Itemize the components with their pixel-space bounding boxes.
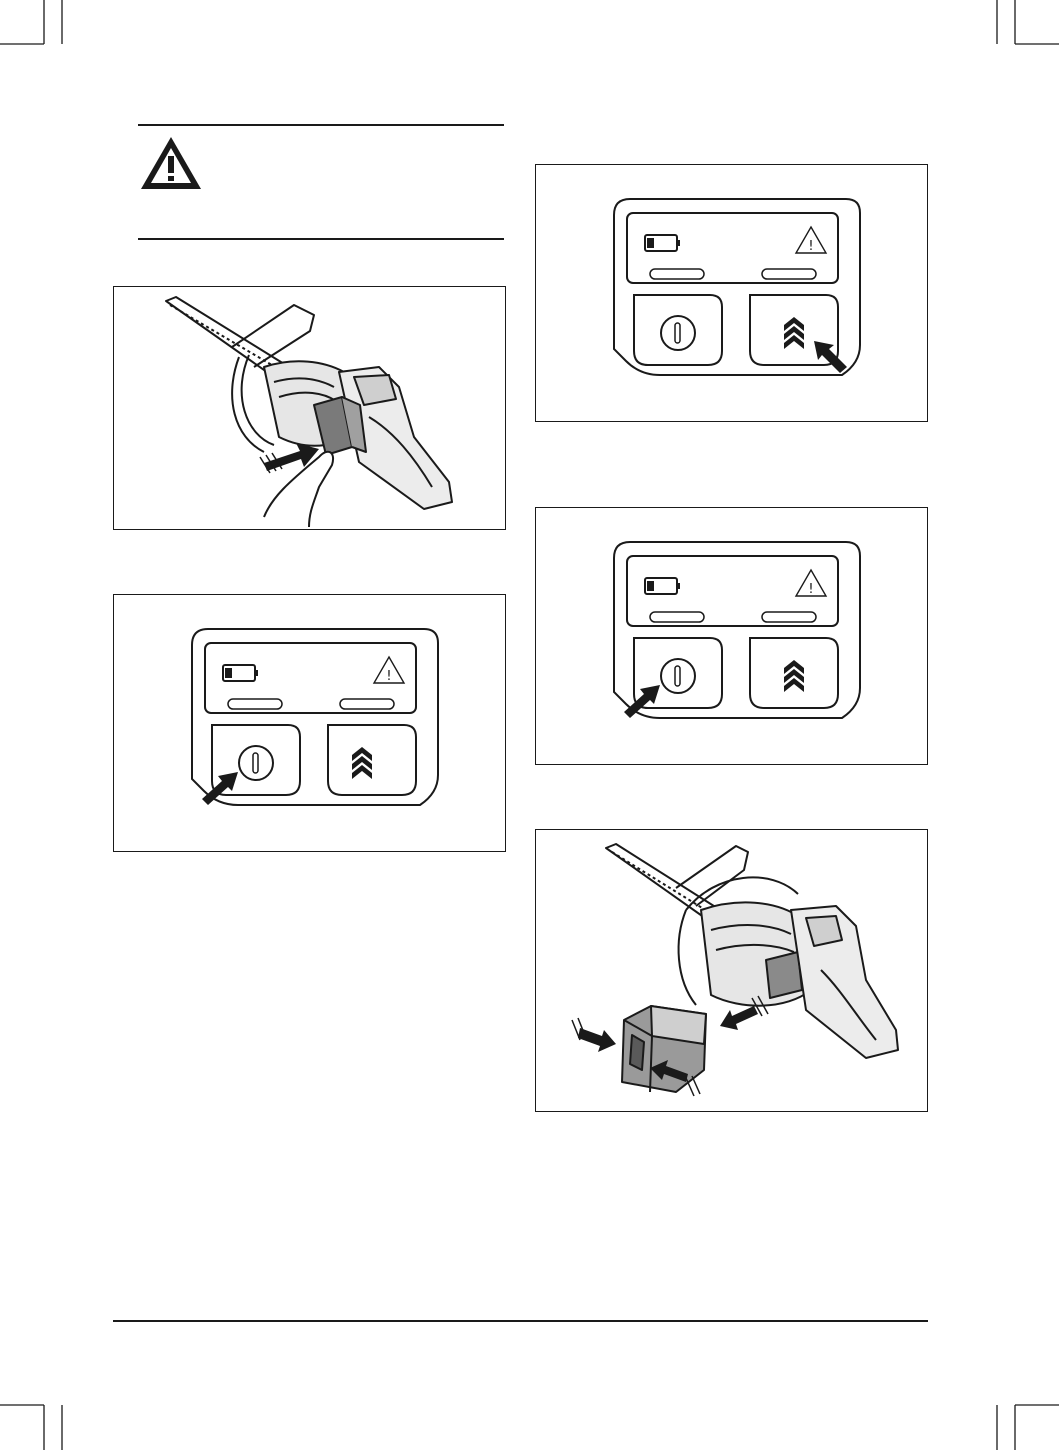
figure-remove-battery: [535, 829, 928, 1112]
control-panel-power-arrow: !: [114, 595, 504, 850]
chainsaw-battery-insert-illustration: [114, 287, 504, 528]
warning-rule-top: [138, 124, 504, 126]
warning-rule-bottom: [138, 238, 504, 240]
warning-block: [138, 124, 504, 244]
arrow-icon: [202, 772, 238, 805]
figure-insert-battery: [113, 286, 506, 530]
footer-rule: [113, 1320, 928, 1322]
control-panel-power-arrow-2: !: [536, 508, 926, 763]
warning-triangle-icon: [138, 134, 204, 192]
chainsaw-battery-remove-illustration: [536, 830, 926, 1110]
figure-power-button-press-2: !: [535, 507, 928, 765]
figure-power-button-press-1: !: [113, 594, 506, 852]
svg-text:!: !: [808, 239, 813, 254]
figure-boost-button-press: !: [535, 164, 928, 422]
control-panel-boost-arrow: !: [536, 165, 926, 420]
svg-text:!: !: [386, 669, 391, 684]
arrow-icon: [814, 341, 847, 373]
svg-text:!: !: [808, 582, 813, 597]
arrow-icon: [624, 685, 660, 718]
